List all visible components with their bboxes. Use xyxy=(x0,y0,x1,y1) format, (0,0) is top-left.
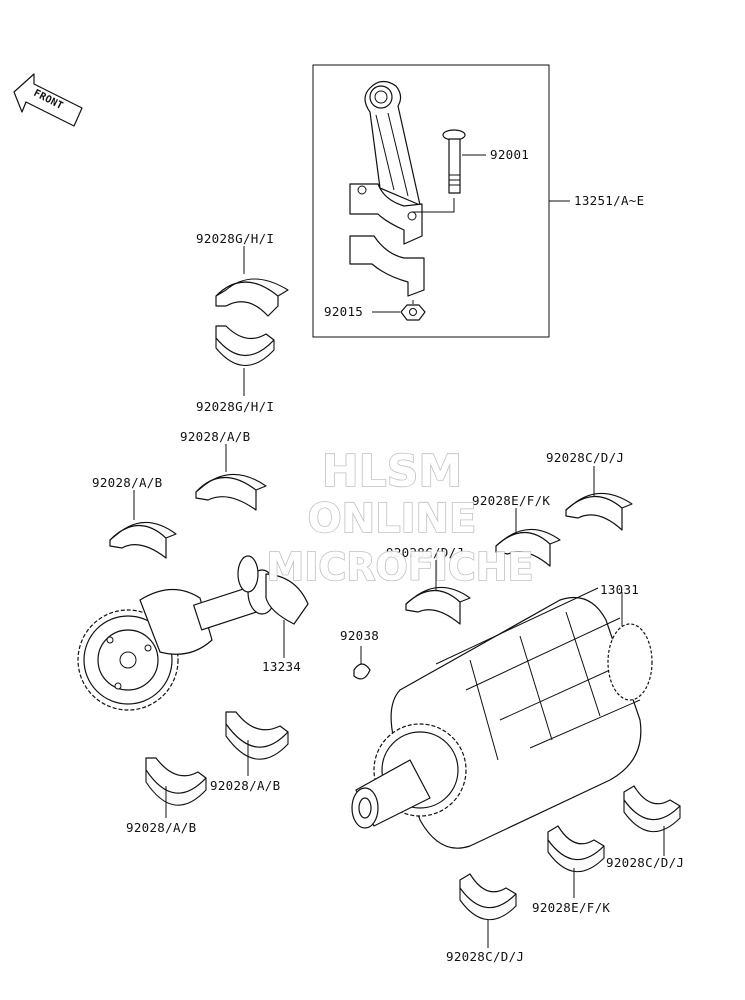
assembly-box xyxy=(312,64,550,338)
label-92028ab-1: 92028/A/B xyxy=(180,429,250,444)
watermark: HLSM ONLINE MICROFICHE xyxy=(266,445,535,590)
label-92038: 92038 xyxy=(340,628,379,643)
rod-bolt xyxy=(412,129,466,213)
connecting-rod xyxy=(349,80,425,297)
label-92028ghi-bottom: 92028G/H/I xyxy=(196,399,274,414)
label-13031: 13031 xyxy=(600,582,639,597)
label-92028efk-1: 92028E/F/K xyxy=(472,493,550,508)
label-13251: 13251/A~E xyxy=(574,193,644,208)
woodruff-key xyxy=(353,646,371,680)
label-92028cdj-4: 92028C/D/J xyxy=(446,949,524,964)
label-92015: 92015 xyxy=(324,304,363,319)
watermark-line3: MICROFICHE xyxy=(266,545,533,589)
label-92028efk-2: 92028E/F/K xyxy=(532,900,610,915)
label-92028cdj-3: 92028C/D/J xyxy=(606,855,684,870)
label-92028ab-4: 92028/A/B xyxy=(126,820,196,835)
label-92028ab-2: 92028/A/B xyxy=(92,475,162,490)
label-13234: 13234 xyxy=(262,659,301,674)
front-arrow-icon: FRONT xyxy=(13,73,83,127)
watermark-line1: HLSM xyxy=(322,446,462,497)
crankshaft xyxy=(351,587,653,849)
connecting-rod-group xyxy=(312,64,550,338)
label-92028cdj-1: 92028C/D/J xyxy=(546,450,624,465)
label-92028ghi-top: 92028G/H/I xyxy=(196,231,274,246)
label-92028ab-3: 92028/A/B xyxy=(210,778,280,793)
leader-lines xyxy=(133,154,665,948)
label-92028cdj-2: 92028C/D/J xyxy=(386,545,464,560)
part-labels: 92001 13251/A~E 92015 92028G/H/I 92028G/… xyxy=(92,147,684,964)
rod-nut xyxy=(400,300,426,321)
watermark-line2: ONLINE xyxy=(308,496,477,542)
bearing-shells xyxy=(109,278,681,921)
label-92001: 92001 xyxy=(490,147,529,162)
balancer-shaft xyxy=(77,555,309,711)
